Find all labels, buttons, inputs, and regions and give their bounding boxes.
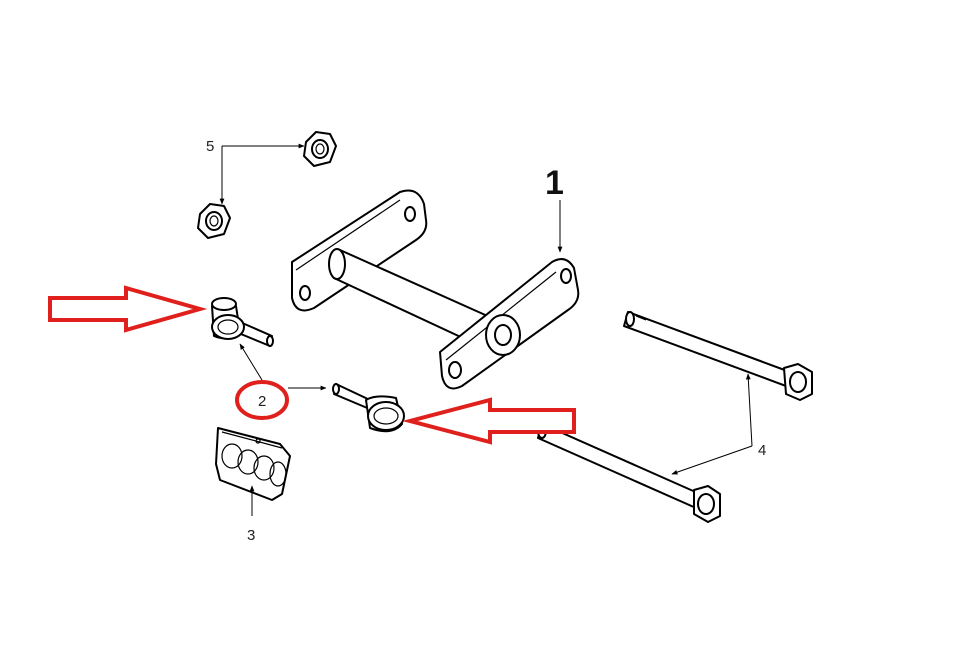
spring-clip [215, 427, 291, 501]
red-arrow-right [402, 397, 576, 445]
label-part-1: 1 [545, 164, 564, 202]
highlight-circle [235, 380, 289, 420]
bolt-lower [537, 423, 721, 523]
red-arrow-left [48, 285, 208, 333]
label-part-5: 5 [206, 138, 214, 155]
bushing-left [211, 297, 274, 347]
axle-bracket-assembly [291, 189, 580, 390]
bushing-right [332, 383, 405, 433]
nut-top [303, 131, 337, 167]
bolt-upper [623, 311, 813, 401]
leader-lines [219, 143, 753, 516]
label-part-2: 2 [258, 393, 266, 410]
nut-left [197, 203, 231, 239]
label-part-4: 4 [758, 442, 766, 459]
label-part-3: 3 [247, 527, 255, 544]
